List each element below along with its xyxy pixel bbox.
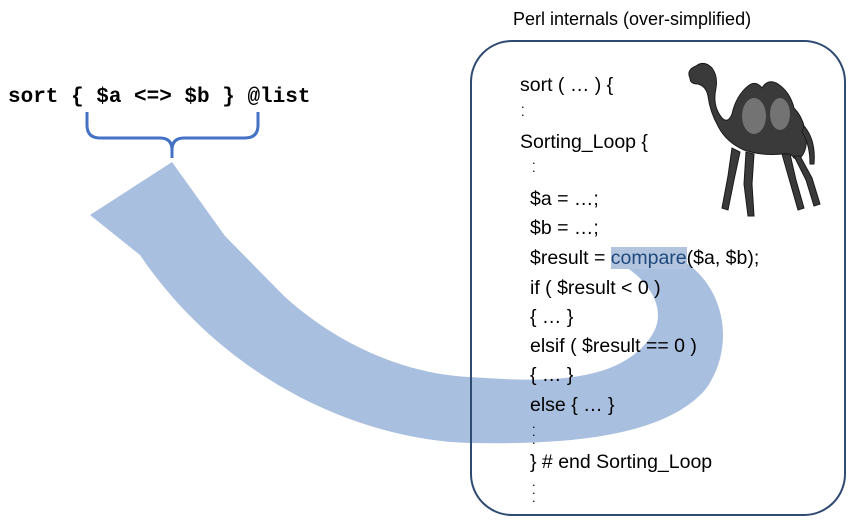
code-assign-a: $a = …; xyxy=(530,188,599,210)
ellipsis-dots: . . . xyxy=(532,416,536,447)
panel-title: Perl internals (over-simplified) xyxy=(513,9,752,29)
code-if-line: if ( $result < 0 ) xyxy=(530,277,661,299)
code-block-1: { … } xyxy=(530,306,574,328)
perl-internals-panel xyxy=(470,40,846,516)
camel-icon xyxy=(688,62,821,217)
code-block-2: { … } xyxy=(530,364,574,386)
code-elsif-line: elsif ( $result == 0 ) xyxy=(530,335,697,357)
code-loop-close: } # end Sorting_Loop xyxy=(530,451,713,473)
code-result-line: $result = compare($a, $b); xyxy=(530,247,760,269)
arrow-shape xyxy=(90,162,724,444)
code-loop-open: Sorting_Loop { xyxy=(520,131,648,153)
compare-highlight: compare xyxy=(610,247,687,269)
ellipsis-dots: . . xyxy=(521,96,525,119)
brace-shape xyxy=(85,112,260,158)
code-assign-b: $b = …; xyxy=(530,217,599,239)
code-else-line: else { … } xyxy=(530,394,615,416)
code-result-suffix: ($a, $b); xyxy=(686,247,760,269)
code-result-prefix: $result = xyxy=(530,247,611,269)
code-sort-open: sort ( … ) { xyxy=(520,74,614,96)
sort-expression: sort { $a <=> $b } @list xyxy=(8,86,311,109)
ellipsis-dots: . . xyxy=(532,152,536,175)
ellipsis-dots: . . . xyxy=(532,474,536,505)
